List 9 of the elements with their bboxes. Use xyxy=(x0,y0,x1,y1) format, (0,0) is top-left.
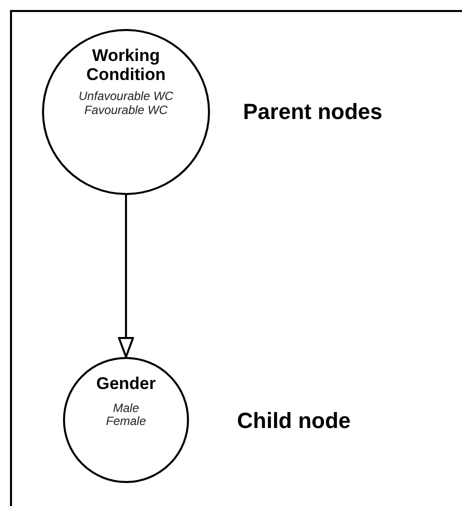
state-label: Male xyxy=(112,402,139,415)
node-title: Working Condition xyxy=(85,47,167,84)
state-label: Favourable WC xyxy=(84,104,168,117)
state-label: Unfavourable WC xyxy=(78,90,174,104)
state-label: Female xyxy=(106,414,146,428)
arrow xyxy=(118,195,134,358)
annotation-label: Parent nodes xyxy=(243,99,382,125)
node-title: Gender xyxy=(96,375,156,394)
annotation-label: Child node xyxy=(237,408,351,434)
